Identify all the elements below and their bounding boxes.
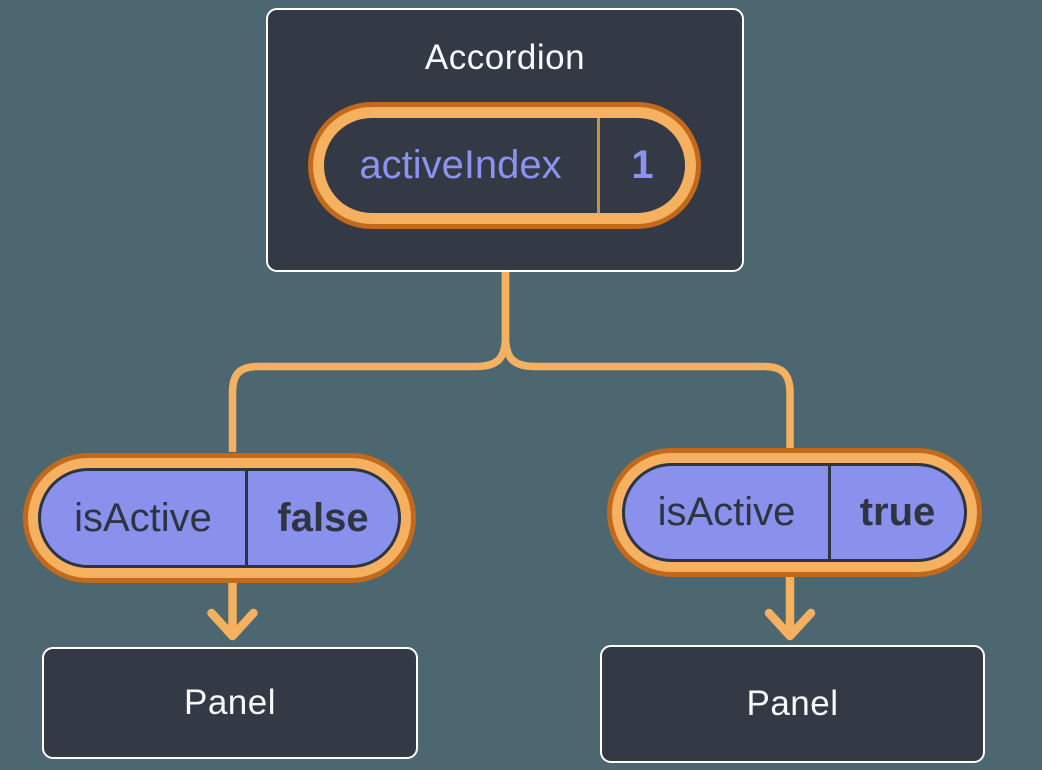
state-pill-divider (597, 118, 600, 213)
prop-pill-inner: isActive true (622, 463, 967, 562)
sparkle-icon (678, 80, 750, 152)
connector-branch-right (501, 268, 794, 452)
accordion-title: Accordion (424, 38, 586, 77)
sparkle-icon (398, 440, 454, 504)
prop-pill-isactive-true: isActive true (612, 453, 977, 572)
state-value-label: 1 (631, 143, 654, 187)
arrow-left-head (207, 608, 258, 641)
connector-branch-left (228, 268, 510, 452)
panel-box-right: Panel (600, 645, 985, 763)
accordion-component-box: Accordion activeIndex 1 (266, 8, 744, 272)
prop-pill-isactive-false: isActive false (28, 458, 411, 578)
prop-value-label: false (277, 495, 369, 540)
sparkle-icon (982, 430, 1042, 496)
prop-pill-divider (828, 466, 831, 559)
prop-pill-divider (245, 471, 248, 565)
state-pill-activeindex: activeIndex 1 (313, 107, 696, 224)
prop-name-label: isActive (74, 495, 212, 540)
prop-value-label: true (859, 490, 936, 534)
arrow-right-head (764, 608, 816, 641)
prop-name-label: isActive (657, 490, 796, 534)
panel-label: Panel (746, 684, 839, 723)
prop-pill-inner: isActive false (38, 468, 401, 568)
panel-label: Panel (183, 683, 277, 722)
panel-box-left: Panel (42, 647, 418, 759)
state-name-label: activeIndex (359, 143, 562, 187)
